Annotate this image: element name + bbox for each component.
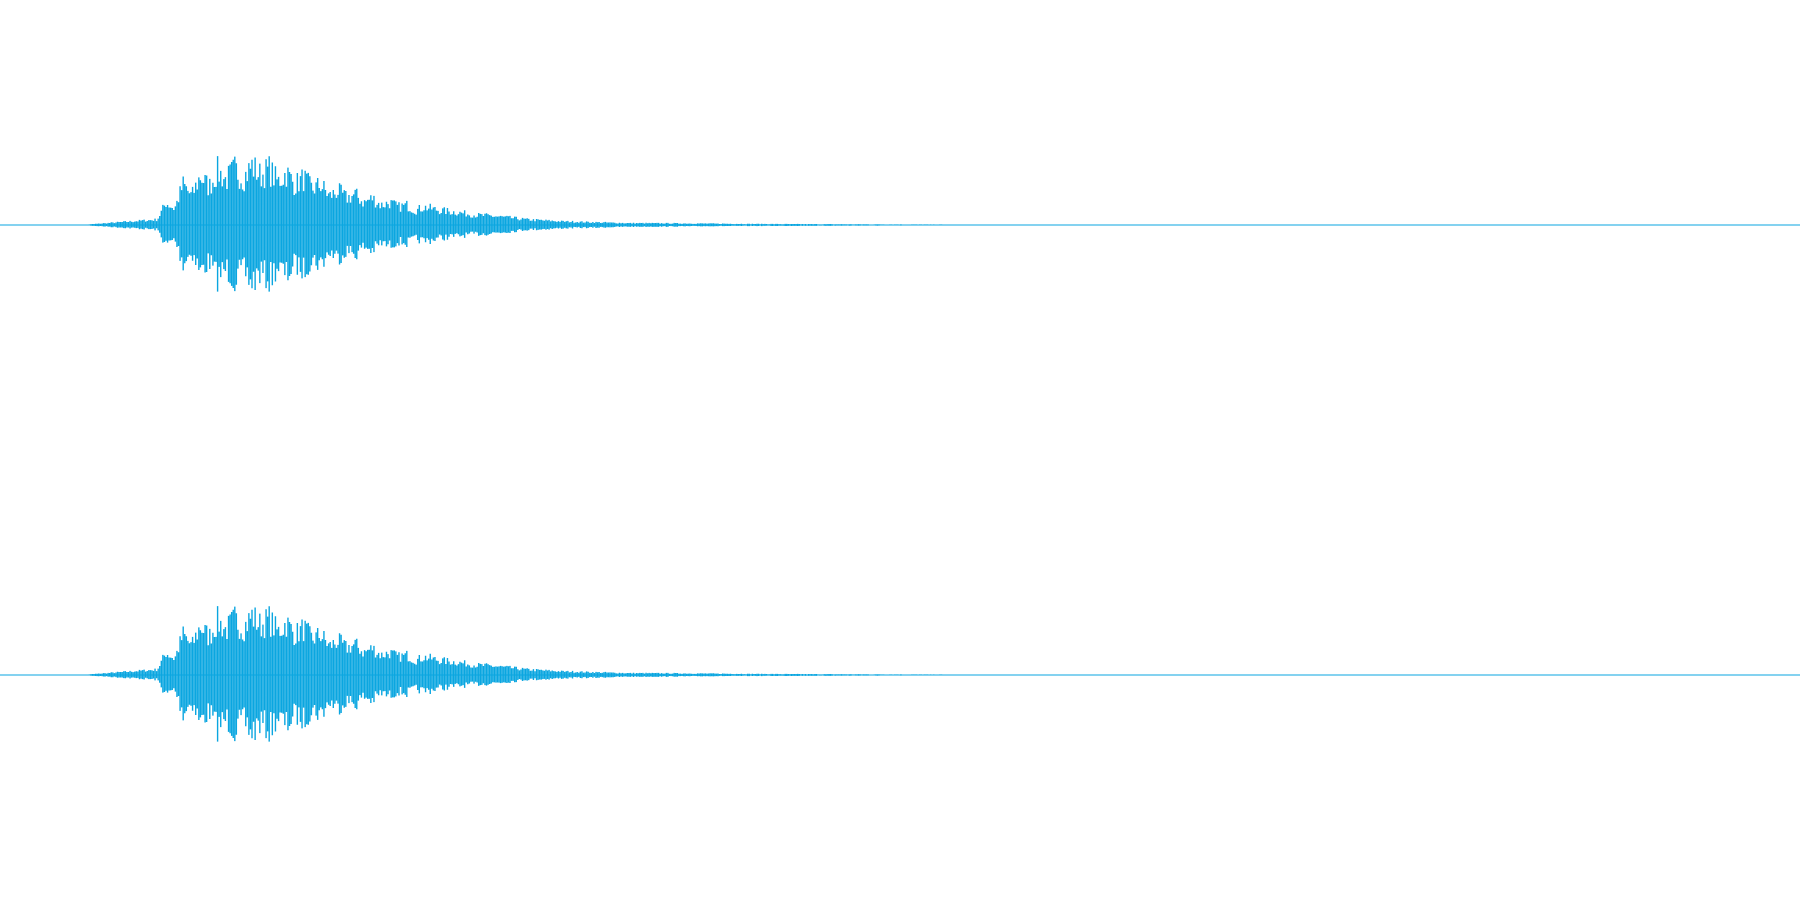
channel-1-waveform xyxy=(0,156,1800,292)
channel-2-waveform xyxy=(0,606,1800,742)
channel-1-signal xyxy=(80,156,1438,292)
channel-2-signal xyxy=(80,606,1438,742)
